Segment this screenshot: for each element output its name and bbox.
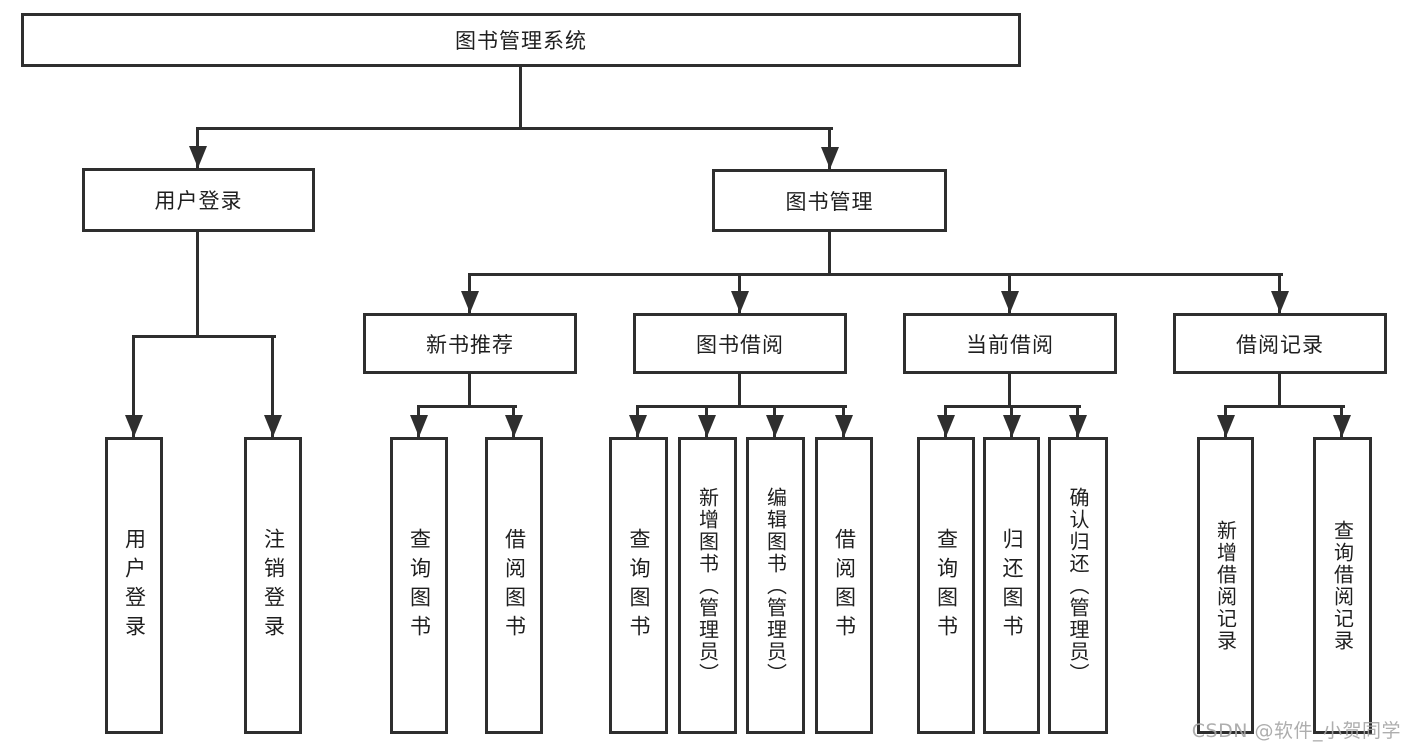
arrow-down-icon [264, 415, 282, 437]
node-label: 编辑图书（管理员） [763, 486, 788, 685]
node-label: 查询图书 [407, 527, 432, 644]
connector-line [1278, 374, 1281, 407]
arrow-down-icon [937, 415, 955, 437]
leaf-query-books-borrowing: 查询图书 [609, 437, 668, 734]
arrow-down-icon [629, 415, 647, 437]
node-label: 借阅记录 [1236, 332, 1324, 357]
connector-line [196, 232, 199, 335]
arrow-down-icon [766, 415, 784, 437]
arrow-down-icon [505, 415, 523, 437]
node-label: 查询借阅记录 [1330, 519, 1355, 652]
node-label: 查询图书 [627, 527, 651, 644]
node-user-login-branch: 用户登录 [82, 168, 315, 232]
node-label: 查询图书 [934, 527, 959, 644]
csdn-watermark: CSDN @软件_小贺同学 [1191, 720, 1401, 742]
connector-line [828, 232, 831, 273]
connector-line [1008, 374, 1011, 407]
connector-line [636, 405, 847, 408]
leaf-add-books-admin: 新增图书（管理员） [678, 437, 737, 734]
arrow-down-icon [125, 415, 143, 437]
leaf-user-login: 用户登录 [105, 437, 163, 734]
leaf-query-books-recommend: 查询图书 [390, 437, 448, 734]
leaf-query-books-current: 查询图书 [917, 437, 975, 734]
node-label: 新增借阅记录 [1213, 519, 1238, 652]
leaf-query-borrow-record: 查询借阅记录 [1313, 437, 1372, 734]
connector-line [196, 127, 833, 130]
connector-line [132, 335, 276, 338]
arrow-down-icon [189, 146, 207, 168]
node-label: 当前借阅 [966, 332, 1054, 357]
node-label: 图书借阅 [696, 332, 784, 357]
node-label: 用户登录 [154, 189, 243, 213]
node-label: 注销登录 [261, 527, 286, 644]
node-label: 确认归还（管理员） [1066, 486, 1090, 685]
node-label: 借阅图书 [502, 527, 527, 644]
connector-line [468, 374, 471, 407]
node-new-book-recommendation: 新书推荐 [363, 313, 577, 374]
arrow-down-icon [410, 415, 428, 437]
node-label: 新增图书（管理员） [695, 486, 720, 685]
arrow-down-icon [461, 291, 479, 313]
node-label: 图书管理系统 [455, 29, 587, 53]
leaf-edit-books-admin: 编辑图书（管理员） [746, 437, 805, 734]
connector-line [1224, 405, 1345, 408]
arrow-down-icon [821, 147, 839, 169]
connector-line [738, 374, 741, 407]
node-label: 归还图书 [1000, 527, 1024, 644]
node-label: 新书推荐 [426, 332, 514, 357]
arrow-down-icon [1003, 415, 1021, 437]
leaf-logout: 注销登录 [244, 437, 302, 734]
node-borrowing-records: 借阅记录 [1173, 313, 1387, 374]
arrow-down-icon [731, 291, 749, 313]
arrow-down-icon [1069, 415, 1087, 437]
node-book-management-branch: 图书管理 [712, 169, 947, 232]
arrow-down-icon [1217, 415, 1235, 437]
connector-line [468, 273, 1283, 276]
arrow-down-icon [1001, 291, 1019, 313]
arrow-down-icon [1333, 415, 1351, 437]
leaf-borrow-books: 借阅图书 [815, 437, 873, 734]
node-label: 借阅图书 [832, 527, 857, 644]
connector-line [271, 335, 274, 437]
node-root-library-system: 图书管理系统 [21, 13, 1021, 67]
arrow-down-icon [698, 415, 716, 437]
leaf-add-borrow-record: 新增借阅记录 [1197, 437, 1254, 734]
node-current-borrowing: 当前借阅 [903, 313, 1117, 374]
leaf-return-books: 归还图书 [983, 437, 1040, 734]
leaf-borrow-books-recommend: 借阅图书 [485, 437, 543, 734]
connector-line [417, 405, 517, 408]
leaf-confirm-return-admin: 确认归还（管理员） [1048, 437, 1108, 734]
arrow-down-icon [835, 415, 853, 437]
node-label: 用户登录 [122, 527, 147, 644]
connector-line [132, 335, 135, 437]
node-book-borrowing: 图书借阅 [633, 313, 847, 374]
arrow-down-icon [1271, 291, 1289, 313]
connector-line [519, 67, 522, 127]
node-label: 图书管理 [785, 189, 874, 214]
